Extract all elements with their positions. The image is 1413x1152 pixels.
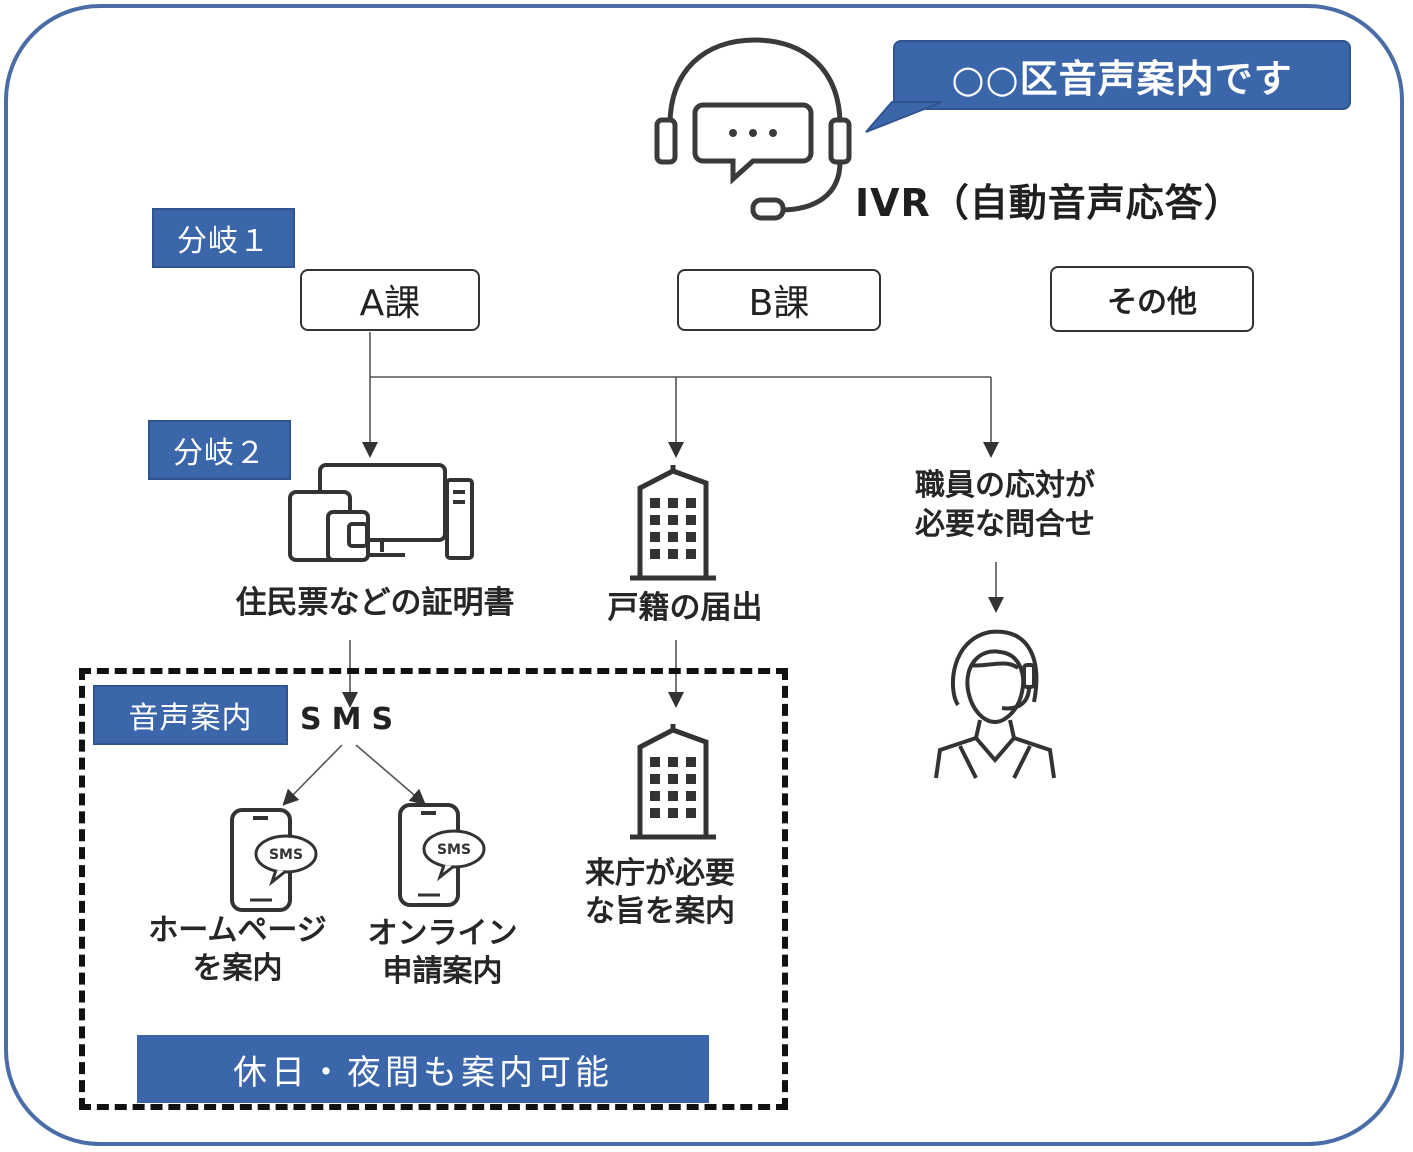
ivr-title: IVR（自動音声応答）: [855, 181, 1243, 225]
devices-icon: [288, 463, 474, 562]
tag-branch-2: 分岐２: [148, 420, 291, 480]
phone-sms-icon: SMS: [230, 808, 318, 912]
label-certificates: 住民票などの証明書: [235, 585, 515, 621]
phone-sms-icon: SMS: [398, 803, 486, 907]
operator-icon: [934, 629, 1056, 779]
arrow-sms-to-homepage: [282, 744, 343, 806]
voice-guide-area: [79, 668, 788, 1110]
tag-branch-1: 分岐１: [152, 208, 295, 268]
bubble-tail: [865, 101, 943, 133]
ivr-speech-bubble: ○○区音声案内です: [893, 40, 1351, 110]
building-icon: [630, 465, 716, 581]
sms-bubble-text: SMS: [269, 847, 303, 863]
dept-other-box: その他: [1050, 266, 1254, 332]
building-icon: [630, 724, 716, 840]
outer-frame: [4, 4, 1404, 1146]
dept-a-box: A課: [300, 269, 480, 331]
banner-available-anytime: 休日・夜間も案内可能: [137, 1035, 709, 1103]
tag-voice-guide: 音声案内: [93, 685, 288, 745]
sms-label: SMS: [300, 702, 404, 737]
arrow-sms-to-online: [355, 744, 427, 806]
label-family-register: 戸籍の届出: [607, 590, 763, 626]
dept-b-box: B課: [677, 269, 881, 331]
label-homepage-guide: ホームページ を案内: [148, 913, 327, 986]
label-staff-needed: 職員の応対が 必要な問合せ: [915, 468, 1095, 542]
sms-bubble-text: SMS: [437, 842, 471, 858]
label-online-guide: オンライン 申請案内: [367, 916, 518, 989]
label-visit-guide: 来庁が必要 な旨を案内: [585, 856, 735, 929]
headset-icon: [654, 37, 852, 221]
